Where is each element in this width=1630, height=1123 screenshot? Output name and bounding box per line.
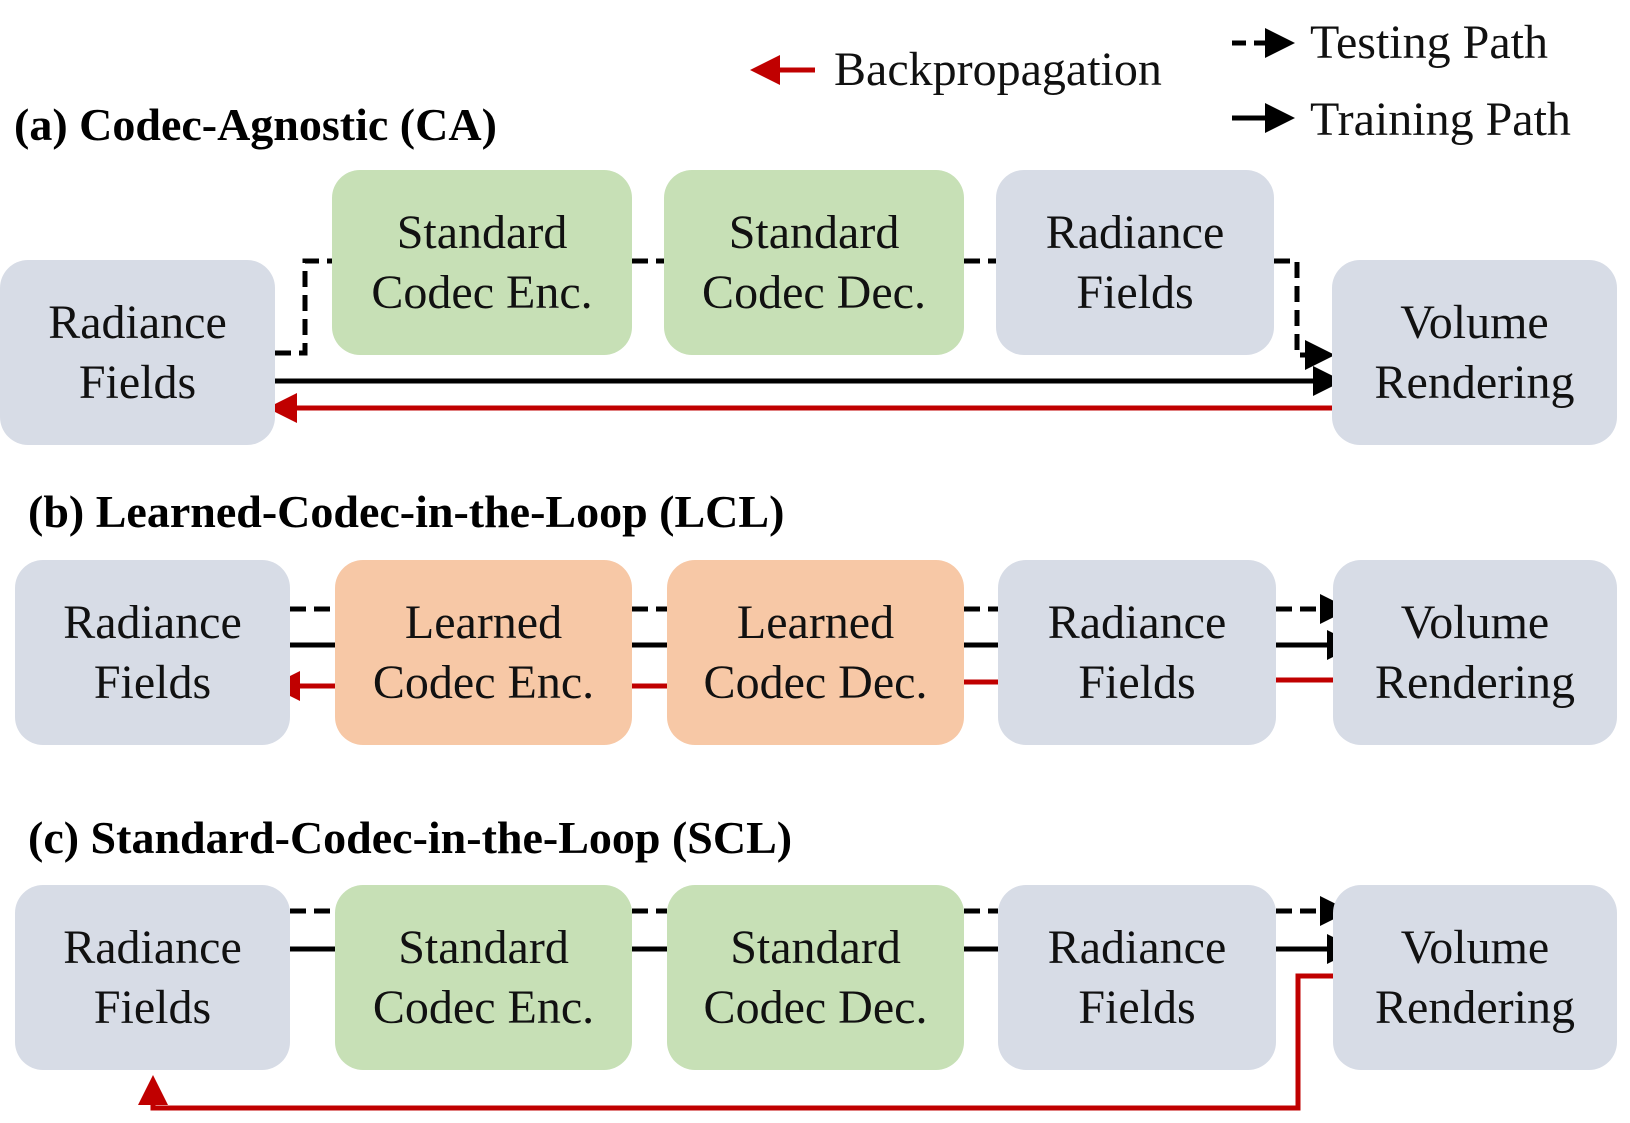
box-line: Codec Dec. xyxy=(703,980,928,1034)
box-line: Standard xyxy=(730,920,901,974)
legend-backprop-label: Backpropagation xyxy=(834,43,1162,96)
ca-testing-path xyxy=(275,258,332,356)
scl-backprop-path xyxy=(138,973,1338,1111)
box-line: Radiance xyxy=(63,920,242,974)
box-line: Codec Enc. xyxy=(372,980,595,1034)
box-line: Radiance xyxy=(48,295,227,349)
box-line: Rendering xyxy=(1375,980,1575,1034)
legend-testing-label: Testing Path xyxy=(1310,16,1548,69)
box-line: Learned xyxy=(736,595,895,649)
box-line: Learned xyxy=(404,595,563,649)
section-title-ca: (a) Codec-Agnostic (CA) xyxy=(14,99,497,150)
box-line: Codec Dec. xyxy=(703,655,928,709)
box-line: Fields xyxy=(1078,655,1196,709)
box-line: Codec Enc. xyxy=(371,265,593,319)
ca-testing-rf-vr xyxy=(1274,258,1335,370)
box-line: Standard xyxy=(396,205,568,259)
box-line: Radiance xyxy=(63,595,242,649)
box-line: Volume xyxy=(1400,920,1550,974)
section-title-lcl: (b) Learned-Codec-in-the-Loop (LCL) xyxy=(28,486,785,537)
box-line: Codec Dec. xyxy=(702,265,926,319)
box-line: Fields xyxy=(1078,980,1196,1034)
box-line: Volume xyxy=(1400,595,1550,649)
box-line: Radiance xyxy=(1045,205,1225,259)
box-line: Codec Enc. xyxy=(372,655,595,709)
box-line: Fields xyxy=(93,980,212,1034)
box-line: Fields xyxy=(1076,265,1194,319)
box-line: Fields xyxy=(78,355,197,409)
legend-training-label: Training Path xyxy=(1310,93,1571,146)
section-title-scl: (c) Standard-Codec-in-the-Loop (SCL) xyxy=(28,812,793,863)
box-line: Volume xyxy=(1400,295,1549,349)
box-line: Radiance xyxy=(1047,920,1227,974)
box-line: Rendering xyxy=(1375,655,1575,709)
box-line: Radiance xyxy=(1047,595,1227,649)
box-line: Rendering xyxy=(1374,355,1575,409)
box-line: Fields xyxy=(93,655,212,709)
box-line: Standard xyxy=(398,920,569,974)
box-line: Standard xyxy=(728,205,900,259)
